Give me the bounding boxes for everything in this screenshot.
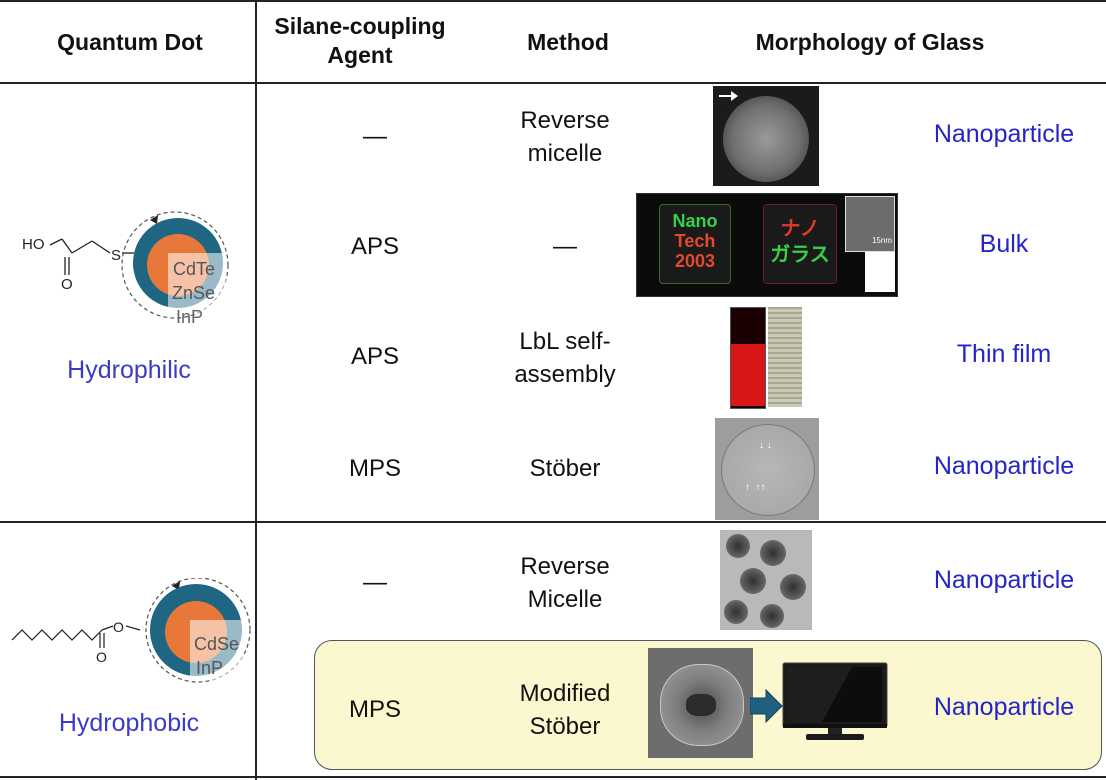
thin-film-photo xyxy=(728,307,806,409)
row1-method: Reverse micelle xyxy=(520,107,610,167)
bulk-glass-photo: Nano Tech 2003 ナノ ガラス 15nm xyxy=(636,193,898,297)
layer-label-cdte: CdTe xyxy=(173,259,215,279)
row2-agent: APS xyxy=(350,233,400,260)
layer-label-znse: ZnSe xyxy=(172,283,215,303)
bulk-text-nano-jp: ナノ xyxy=(780,216,820,240)
row4-method: Stöber xyxy=(529,455,601,482)
bulk-text-nano: Nano xyxy=(672,211,718,231)
row2-morphology: Bulk xyxy=(979,230,1029,258)
arrow-right-icon xyxy=(750,688,783,724)
reverse-micelle-tem-image xyxy=(713,86,819,186)
row4-agent: MPS xyxy=(348,455,401,482)
row6-method: Modified Stöber xyxy=(519,680,611,740)
atom-o-label-ester: O xyxy=(113,619,124,635)
row5-agent: — xyxy=(363,569,387,596)
hydrophilic-qd-diagram: HO O S CdTe ZnSe InP xyxy=(22,211,229,327)
bulk-text-tech: Tech xyxy=(674,231,716,251)
group-divider-line xyxy=(0,521,1106,523)
row2-method: — xyxy=(553,233,577,260)
stober-tem-image: ↓ ↓ ↑ ↑↑ xyxy=(715,418,819,520)
row5-morphology: Nanoparticle xyxy=(933,566,1075,594)
layer-label-inp-2: InP xyxy=(196,658,223,678)
header-bottom-line xyxy=(0,82,1106,84)
atom-s-label: S xyxy=(111,247,121,264)
row6-agent: MPS xyxy=(348,696,401,723)
row3-method: LbL self-assembly xyxy=(514,328,616,388)
television-icon xyxy=(782,662,888,740)
header-quantum-dot: Quantum Dot xyxy=(57,29,203,55)
header-morphology: Morphology of Glass xyxy=(755,29,985,55)
header-method: Method xyxy=(527,29,609,55)
table-top-line xyxy=(0,0,1106,2)
row1-agent: — xyxy=(363,123,387,150)
row4-morphology: Nanoparticle xyxy=(933,452,1075,480)
layer-label-inp: InP xyxy=(176,307,203,327)
hydrophobic-qd-diagram: O O CdSe InP xyxy=(11,578,251,683)
bulk-text-garasu-jp: ガラス xyxy=(770,242,830,266)
header-silane-agent: Silane-coupling Agent xyxy=(274,13,446,68)
bulk-text-2003: 2003 xyxy=(674,251,716,271)
row3-morphology: Thin film xyxy=(956,340,1052,368)
row1-morphology: Nanoparticle xyxy=(933,120,1075,148)
row5-method: Reverse Micelle xyxy=(520,553,610,613)
reverse-micelle-nanoparticles-image xyxy=(720,530,812,630)
atom-o-label: O xyxy=(61,276,73,293)
scale-bar-label: 15nm xyxy=(871,236,892,245)
column-divider-line xyxy=(255,0,257,780)
atom-o-label-carbonyl: O xyxy=(96,649,107,665)
table-bottom-line xyxy=(0,776,1106,778)
modified-stober-tem-image xyxy=(648,648,753,758)
layer-label-cdse: CdSe xyxy=(194,634,239,654)
row3-agent: APS xyxy=(350,343,400,370)
row6-morphology: Nanoparticle xyxy=(933,693,1075,721)
hydrophobic-label: Hydrophobic xyxy=(58,709,200,737)
atom-ho-label: HO xyxy=(22,236,45,253)
hydrophilic-label: Hydrophilic xyxy=(67,356,191,384)
